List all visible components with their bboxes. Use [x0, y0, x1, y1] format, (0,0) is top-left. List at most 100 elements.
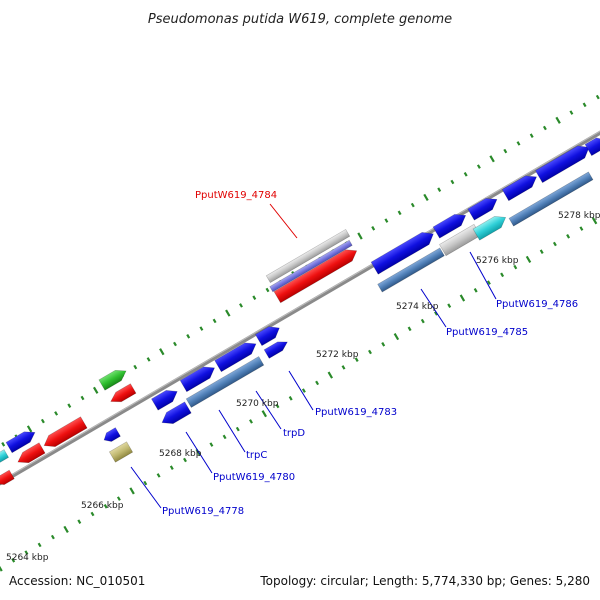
pseudogene-bar-2 [269, 239, 353, 293]
map-title: Pseudomonas putida W619, complete genome [148, 12, 452, 27]
minor-tick [410, 202, 415, 208]
misc-feature [472, 216, 507, 241]
minor-tick [450, 179, 455, 185]
minor-tick [67, 403, 72, 408]
minor-tick [552, 241, 557, 247]
minor-tick [116, 496, 121, 501]
operon-bar [508, 171, 594, 227]
minor-tick [384, 218, 389, 223]
label-leader-line [185, 431, 213, 474]
tick-label-5264: 5264 kbp [6, 553, 49, 563]
minor-tick [249, 419, 253, 424]
minor-tick [1, 442, 6, 447]
label-leader-line [255, 390, 282, 430]
gene-label-pputw619-4783: PputW619_4783 [315, 407, 397, 418]
cds-fwd [151, 390, 178, 411]
gene-labels: PputW619_4784 PputW619_4786 PputW619_478… [162, 190, 578, 517]
genome-stats-text: Topology: circular; Length: 5,774,330 bp… [260, 574, 590, 588]
major-tick [555, 116, 561, 124]
major-tick [92, 386, 99, 394]
gene-label-pputw619-4784: PputW619_4784 [195, 190, 277, 201]
minor-tick [503, 148, 508, 154]
minor-tick [542, 125, 547, 131]
cds-fwd [584, 137, 600, 157]
major-tick [63, 525, 69, 533]
minor-tick [368, 349, 372, 355]
major-tick [129, 487, 135, 495]
major-tick [357, 232, 363, 240]
minor-tick [239, 303, 243, 308]
cds-fwd [501, 175, 537, 202]
major-tick [393, 333, 400, 341]
minor-tick [24, 550, 29, 555]
major-tick [225, 309, 231, 317]
minor-tick [569, 110, 574, 115]
genome-backbone-highlight [0, 130, 600, 483]
minor-tick [381, 342, 386, 347]
minor-tick [420, 318, 425, 324]
cds-fwd-small [263, 341, 288, 359]
minor-tick [288, 396, 293, 401]
label-leaders [130, 203, 497, 509]
label-leader-line [269, 203, 298, 239]
gene-label-pputw619-4780: PputW619_4780 [213, 472, 295, 483]
minor-tick [183, 457, 187, 463]
tick-label-5274: 5274 kbp [396, 302, 439, 312]
minor-tick [199, 326, 204, 331]
minor-tick [486, 280, 491, 285]
cds-fwd [467, 198, 498, 221]
minor-tick [265, 287, 270, 293]
minor-tick [235, 426, 240, 432]
cds-rev [43, 416, 88, 447]
cds-fwd [5, 431, 36, 454]
major-tick [327, 371, 334, 379]
minor-tick [11, 558, 16, 563]
minor-tick [103, 504, 108, 509]
minor-tick [516, 141, 521, 146]
pseudogene-bar [265, 228, 351, 284]
cds-fwd [370, 232, 434, 275]
minor-tick [473, 288, 478, 293]
operon-bar [377, 247, 445, 293]
cds-fwd [214, 342, 257, 373]
minor-tick [371, 226, 376, 231]
minor-tick [40, 418, 45, 424]
minor-tick [513, 264, 518, 270]
gene-label-pputw619-4785: PputW619_4785 [446, 327, 528, 338]
label-leader-line [469, 251, 497, 300]
cds-fwd [254, 326, 280, 347]
minor-tick [275, 403, 280, 409]
tick-label-5266: 5266 kbp [81, 501, 124, 511]
minor-tick [407, 326, 412, 332]
rna-feature [98, 369, 127, 391]
minor-tick [301, 388, 306, 393]
gene-label-trpd: trpD [283, 428, 305, 439]
tick-label-5268: 5268 kbp [159, 449, 202, 459]
cds-rev-small [103, 427, 121, 442]
minor-tick [222, 434, 227, 440]
minor-tick [252, 295, 257, 300]
cds-rev [0, 469, 15, 485]
minor-tick [54, 411, 59, 416]
gene-label-pputw619-4778: PputW619_4778 [162, 506, 244, 517]
cds-fwd [535, 145, 590, 184]
minor-tick [169, 465, 174, 470]
minor-tick [156, 473, 161, 478]
major-tick [459, 294, 466, 302]
cds-rev [17, 442, 46, 464]
cds-rev [161, 401, 192, 424]
minor-tick [595, 94, 600, 100]
minor-tick [529, 133, 534, 138]
misc-feature [0, 449, 9, 463]
minor-tick [90, 511, 95, 517]
cds-fwd [179, 366, 215, 393]
minor-tick [37, 542, 42, 548]
minor-tick [143, 480, 148, 486]
label-leader-line [218, 409, 246, 453]
tick-marks-inner [0, 217, 598, 572]
major-tick [261, 410, 268, 418]
gene-label-trpc: trpC [246, 450, 267, 461]
minor-tick [434, 311, 438, 316]
minor-tick [463, 172, 468, 177]
